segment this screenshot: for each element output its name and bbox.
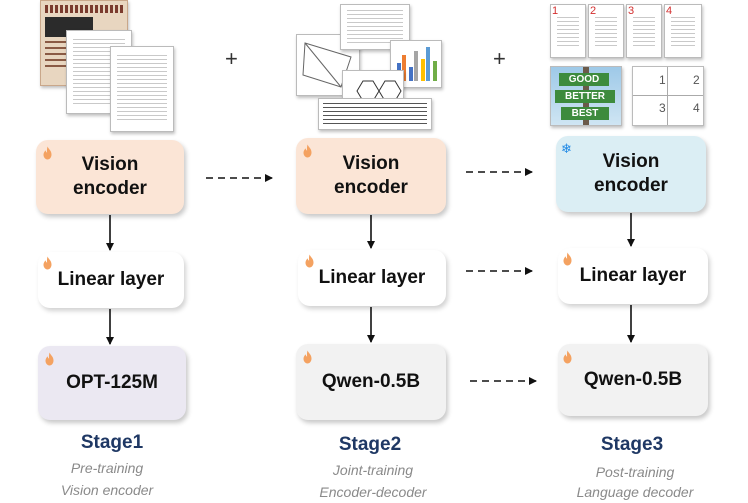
stage3-linear-layer: Linear layer [558, 248, 708, 304]
sign-better: BETTER [555, 90, 615, 103]
flame-icon [42, 256, 53, 270]
llm-label: Qwen-0.5B [583, 369, 683, 390]
stage2-vision-encoder: Vision encoder [296, 138, 446, 214]
stage3-subtitle-line1: Post-training [595, 464, 675, 480]
linear-layer-label: Linear layer [57, 269, 165, 290]
flame-icon [562, 252, 573, 266]
flame-icon [302, 350, 313, 364]
stage1-input-images [40, 0, 175, 132]
stage1-vision-encoder: Vision encoder [36, 140, 184, 214]
signpost-photo: GOOD BETTER BEST [550, 66, 622, 126]
quad-page-layout: 1 2 3 4 [632, 66, 704, 126]
linear-layer-label: Linear layer [579, 265, 687, 286]
page-thumbnail: 3 [626, 4, 662, 58]
plus-sign: + [225, 46, 238, 71]
sign-good: GOOD [559, 73, 609, 86]
grid-number: 3 [659, 101, 666, 115]
stage1-subtitle-line2: Vision encoder [60, 482, 154, 498]
grid-number: 4 [693, 101, 700, 115]
flame-icon [302, 144, 313, 158]
llm-label: OPT-125M [66, 372, 158, 393]
sheet-music-image [318, 98, 432, 130]
document-page [110, 46, 174, 132]
stage1-subtitle-line1: Pre-training [70, 460, 144, 476]
grid-number: 2 [693, 73, 700, 87]
flame-icon [562, 350, 573, 364]
linear-layer-label: Linear layer [318, 267, 426, 288]
stage2-input-images [296, 4, 442, 130]
page-thumbnail: 1 [550, 4, 586, 58]
stage1-linear-layer: Linear layer [38, 252, 184, 308]
page-number: 1 [552, 5, 559, 17]
stage1-title: Stage1 [80, 432, 144, 453]
snowflake-icon: ❄ [561, 141, 572, 156]
page-thumbnail: 4 [664, 4, 702, 58]
page-number: 4 [666, 5, 673, 17]
page-thumbnail: 2 [588, 4, 624, 58]
plus-sign: + [493, 46, 506, 71]
geometry-drawing [302, 42, 352, 88]
page-number: 3 [628, 5, 635, 17]
stage2-subtitle-line2: Encoder-decoder [319, 484, 427, 500]
llm-label: Qwen-0.5B [321, 371, 421, 392]
stage2-subtitle-line1: Joint-training [332, 462, 414, 478]
stage3-input-images: 1 2 3 4 GOOD BETTER BEST 1 2 3 4 [548, 4, 708, 126]
grid-number: 1 [659, 73, 666, 87]
sign-best: BEST [561, 107, 609, 120]
stage3-title: Stage3 [600, 434, 664, 455]
flame-icon [44, 352, 55, 366]
stage3-subtitle-line2: Language decoder [576, 484, 694, 500]
vision-encoder-label: Vision encoder [334, 153, 408, 198]
vision-encoder-label: Vision encoder [594, 151, 668, 196]
stage2-qwen-decoder: Qwen-0.5B [296, 344, 446, 420]
stage3-qwen-decoder: Qwen-0.5B [558, 344, 708, 416]
stage2-title: Stage2 [338, 434, 402, 455]
flame-icon [304, 254, 315, 268]
flame-icon [42, 146, 53, 160]
bar-chart-image [390, 40, 442, 88]
stage1-opt-decoder: OPT-125M [38, 346, 186, 420]
stage3-vision-encoder: Vision encoder [556, 136, 706, 212]
page-number: 2 [590, 5, 597, 17]
vision-encoder-label: Vision encoder [73, 154, 147, 199]
stage2-linear-layer: Linear layer [298, 250, 446, 306]
